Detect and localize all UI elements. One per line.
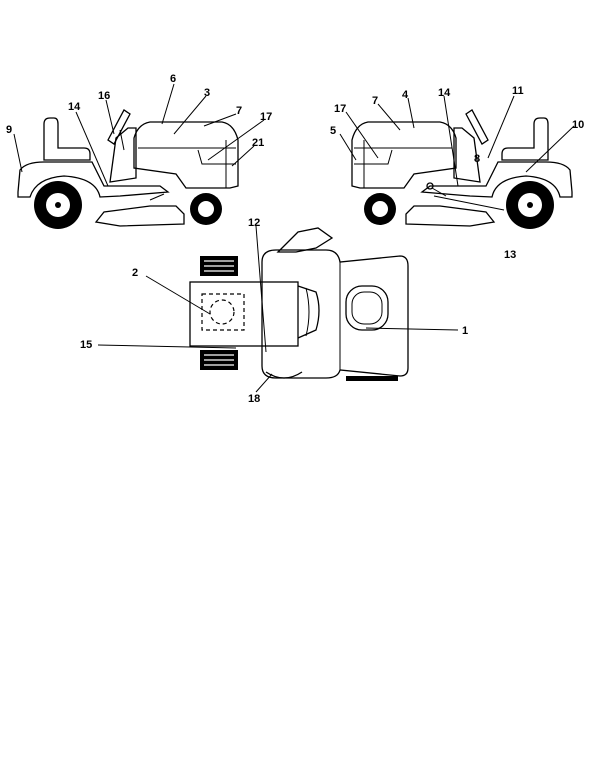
right-steering-wheel [465, 109, 489, 145]
right-front-wheel [364, 193, 396, 225]
callout-7-right: 7 [372, 95, 378, 107]
left-mower-deck [94, 205, 185, 227]
top-engine-dashed-box [201, 293, 245, 331]
left-side-view: 9 14 16 6 3 7 17 21 [6, 73, 272, 229]
left-leaders [13, 83, 265, 187]
callout-2: 2 [132, 267, 138, 279]
right-rear-wheel [506, 181, 554, 229]
right-hood [351, 121, 457, 189]
top-front-left-tire [200, 256, 238, 276]
callout-16: 16 [98, 90, 110, 102]
callout-8: 8 [474, 153, 480, 165]
top-rear-tire [346, 376, 398, 381]
left-seat [43, 117, 91, 161]
callout-7-left: 7 [236, 105, 242, 117]
top-seat [345, 285, 389, 331]
callout-10: 10 [572, 119, 584, 131]
top-hood [189, 281, 299, 347]
top-front-right-tire [200, 350, 238, 370]
callout-5: 5 [330, 125, 336, 137]
left-front-wheel [190, 193, 222, 225]
callout-9: 9 [6, 124, 12, 136]
callout-14-left: 14 [68, 101, 81, 113]
callout-6: 6 [170, 73, 176, 85]
callout-4: 4 [402, 89, 409, 101]
left-steering-wheel [107, 109, 131, 145]
top-engine-dashed-circle [209, 299, 235, 325]
top-steering-flap [276, 227, 334, 253]
callout-14-right: 14 [438, 87, 451, 99]
callout-21: 21 [252, 137, 264, 149]
right-seat [501, 117, 549, 161]
callout-12: 12 [248, 217, 260, 229]
callout-3: 3 [204, 87, 210, 99]
right-side-view: 17 7 4 14 11 10 5 8 13 [330, 85, 584, 261]
left-hood [133, 121, 239, 189]
left-dash [109, 127, 137, 183]
top-leaders [97, 225, 459, 393]
right-mower-deck [405, 205, 496, 227]
callout-17-right: 17 [334, 103, 346, 115]
right-rear-fender [420, 161, 573, 198]
callout-15: 15 [80, 339, 92, 351]
right-dash [453, 127, 481, 183]
callout-17-left: 17 [260, 111, 272, 123]
callout-13: 13 [504, 249, 516, 261]
callout-18: 18 [248, 393, 260, 405]
callout-11: 11 [512, 85, 524, 97]
left-rear-wheel [34, 181, 82, 229]
top-view: 12 2 15 18 1 [80, 217, 468, 405]
top-body [261, 249, 409, 379]
left-rear-fender [17, 161, 170, 198]
callout-1: 1 [462, 325, 468, 337]
right-leaders [339, 95, 575, 211]
